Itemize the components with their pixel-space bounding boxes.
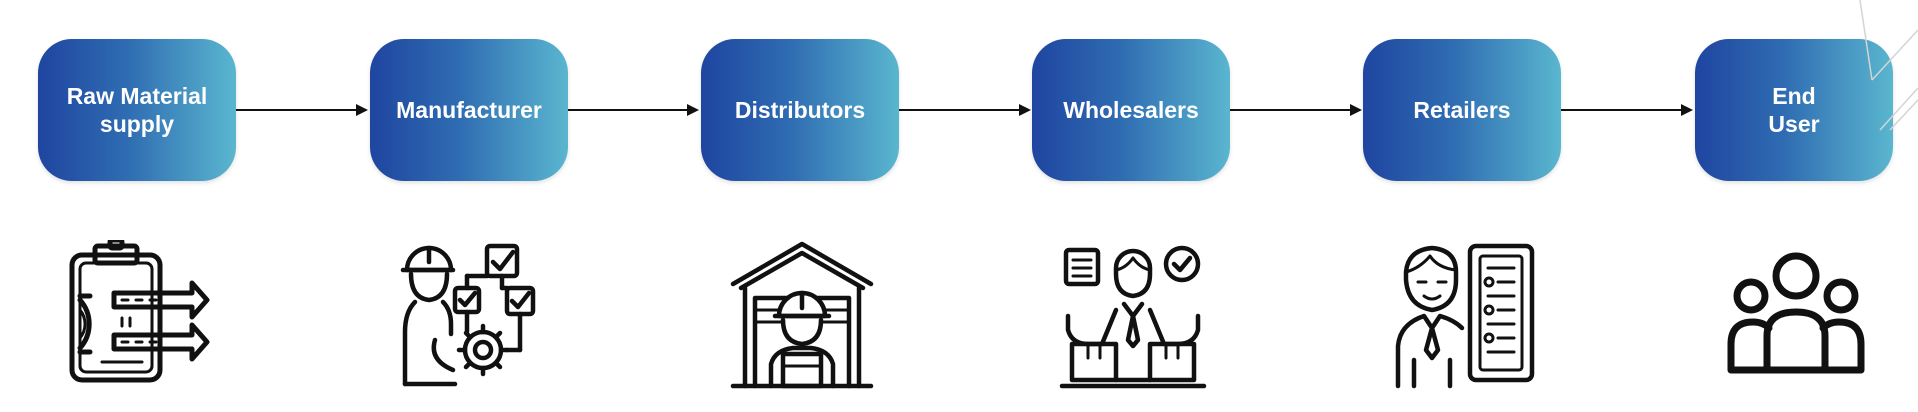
clipboard-gear-icon xyxy=(62,240,212,390)
node-end-user: End User xyxy=(1695,39,1893,181)
merchant-boxes-icon xyxy=(1058,240,1208,390)
warehouse-worker-icon xyxy=(727,240,877,390)
user-group-icon xyxy=(1721,240,1871,390)
worker-workflow-icon xyxy=(395,240,545,390)
node-raw-material-supply: Raw Material supply xyxy=(38,39,236,181)
node-manufacturer: Manufacturer xyxy=(370,39,568,181)
decorative-corner-lines xyxy=(1859,0,1918,131)
salesman-shelf-icon xyxy=(1390,240,1540,390)
node-wholesalers: Wholesalers xyxy=(1032,39,1230,181)
node-retailers: Retailers xyxy=(1363,39,1561,181)
node-distributors: Distributors xyxy=(701,39,899,181)
